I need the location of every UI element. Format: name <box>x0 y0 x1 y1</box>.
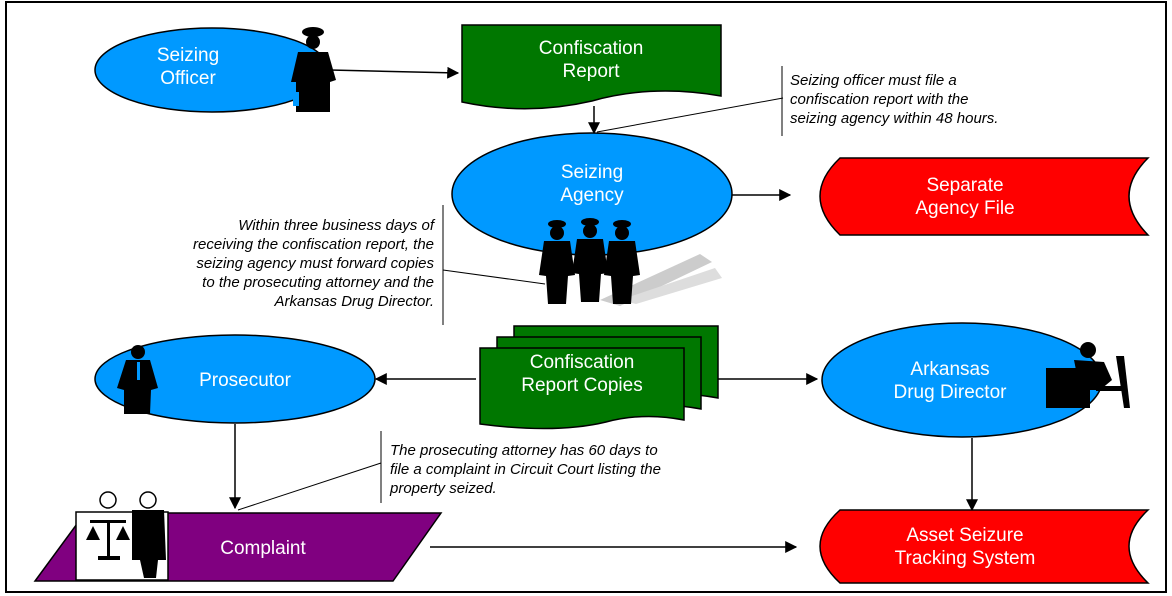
node-arkansas-drug-director: Arkansas Drug Director <box>821 322 1130 438</box>
prosecutor-note: The prosecuting attorney has 60 days to … <box>380 431 661 503</box>
asset-seizure-tracking-shape <box>819 509 1150 584</box>
asset-seizure-tracking-label-2: Tracking System <box>895 548 1036 569</box>
outer-frame <box>5 1 1167 593</box>
agency-note-line-1: Within three business days of <box>238 217 436 234</box>
node-complaint: Complaint <box>33 491 443 582</box>
officer-note-line-2: confiscation report with the <box>790 91 968 108</box>
confiscation-report-copies-label-1: Confiscation <box>530 352 635 373</box>
confiscation-report-document <box>461 24 722 110</box>
arkansas-drug-director-label-1: Arkansas <box>910 359 989 380</box>
agency-note-line-3: seizing agency must forward copies <box>196 255 434 272</box>
police-officer-icon <box>291 27 336 112</box>
police-group-icon <box>539 218 722 306</box>
officer-note: Seizing officer must file a confiscation… <box>781 66 998 136</box>
officer-note-line-1: Seizing officer must file a <box>790 72 957 89</box>
arrow-officer-to-report <box>329 66 460 79</box>
confiscation-report-copies-label-2: Report Copies <box>521 375 642 396</box>
agency-note-line-2: receiving the confiscation report, the <box>193 236 434 253</box>
separate-agency-file-label-2: Agency File <box>915 198 1014 219</box>
seizing-officer-label-1: Seizing <box>157 45 219 66</box>
complaint-label: Complaint <box>220 538 306 559</box>
node-separate-agency-file: Separate Agency File <box>819 157 1150 236</box>
businessman-icon <box>117 345 158 414</box>
confiscation-report-label-2: Report <box>562 61 620 82</box>
connectors <box>229 66 978 553</box>
callout-pointer-officer-note <box>596 97 784 133</box>
agency-note: Within three business days of receiving … <box>193 205 444 325</box>
desk-worker-icon <box>1046 342 1130 408</box>
officer-note-line-3: seizing agency within 48 hours. <box>790 110 998 127</box>
node-asset-seizure-tracking: Asset Seizure Tracking System <box>819 509 1150 584</box>
node-seizing-agency: Seizing Agency <box>451 132 733 306</box>
seizing-officer-label-2: Officer <box>160 68 216 89</box>
seizing-agency-label-2: Agency <box>560 185 624 206</box>
arkansas-drug-director-label-2: Drug Director <box>894 382 1008 403</box>
node-prosecutor: Prosecutor <box>94 334 376 424</box>
node-confiscation-report: Confiscation Report <box>461 24 722 110</box>
callout-pointer-agency-note <box>442 269 546 285</box>
agency-note-line-5: Arkansas Drug Director. <box>274 293 435 310</box>
judge-scales-icon <box>75 491 169 581</box>
separate-agency-file-label-1: Separate <box>926 175 1003 196</box>
prosecutor-note-line-2: file a complaint in Circuit Court listin… <box>390 461 661 478</box>
prosecutor-note-line-1: The prosecuting attorney has 60 days to <box>390 442 658 459</box>
node-confiscation-report-copies: Confiscation Report Copies <box>479 325 719 430</box>
prosecutor-ellipse <box>94 334 376 424</box>
copy-document-front <box>479 347 685 430</box>
prosecutor-note-line-3: property seized. <box>389 480 497 497</box>
callout-pointer-prosecutor-note <box>237 462 382 511</box>
seizing-agency-label-1: Seizing <box>561 162 623 183</box>
confiscation-report-label-1: Confiscation <box>539 38 644 59</box>
prosecutor-label: Prosecutor <box>199 370 292 391</box>
separate-agency-file-shape <box>819 157 1150 236</box>
asset-seizure-tracking-label-1: Asset Seizure <box>906 525 1023 546</box>
node-seizing-officer: Seizing Officer <box>94 27 336 113</box>
agency-note-line-4: to the prosecuting attorney and the <box>202 274 434 291</box>
